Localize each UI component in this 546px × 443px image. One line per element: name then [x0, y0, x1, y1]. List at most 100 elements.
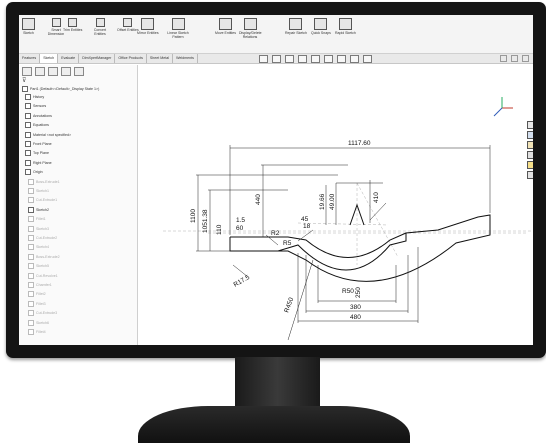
tree-item[interactable]: Sketch3 — [28, 225, 49, 232]
dim-v-small-1[interactable]: 19.66 — [319, 193, 326, 210]
dim-diag[interactable]: R450 — [283, 296, 295, 313]
close-icon[interactable] — [522, 55, 529, 62]
filter-icon[interactable]: ⊽ — [22, 78, 27, 84]
tree-root[interactable]: Part1 (Default<<Default>_Display State 1… — [22, 86, 99, 92]
ribbon-tool-smart-dim[interactable]: Smart Dimension — [45, 18, 67, 36]
dim-r-mid[interactable]: R2 — [271, 230, 280, 237]
tree-item[interactable]: Cut-Revolve1 — [28, 272, 58, 279]
ribbon-tool-label: Move Entities — [215, 31, 237, 35]
ribbon-tool-rapid-sketch[interactable]: Rapid Sketch — [335, 18, 356, 35]
zoom-to-fit-icon[interactable] — [259, 55, 268, 63]
tree-item[interactable]: Sketch6 — [28, 319, 49, 326]
dim-small-top[interactable]: 18 — [303, 223, 311, 230]
tree-item[interactable]: Fillet4 — [28, 329, 46, 335]
tree-item[interactable]: Sketch4 — [28, 244, 49, 251]
ribbon-tool-label: Rapid Sketch — [335, 31, 356, 35]
tree-item[interactable]: Equations — [25, 122, 49, 129]
dim-total-width[interactable]: 1117.60 — [348, 140, 371, 147]
dim-height-3[interactable]: 440 — [255, 194, 262, 205]
dim-height-2[interactable]: 1051.38 — [202, 209, 209, 233]
feature-manager-icon[interactable] — [22, 67, 32, 76]
dim-r-mid-2[interactable]: R5 — [283, 240, 292, 247]
scene-icon[interactable] — [363, 55, 372, 63]
tree-item-label: Material <not specified> — [33, 132, 72, 137]
tree-item[interactable]: Annotations — [25, 112, 52, 119]
ribbon-tool-relations[interactable]: Display/Delete Relations — [239, 18, 262, 39]
tree-item[interactable]: Origin — [25, 169, 43, 176]
hide-show-icon[interactable] — [337, 55, 346, 63]
tab-sheet-metal[interactable]: Sheet Metal — [147, 54, 174, 63]
tree-item[interactable]: Sketch5 — [28, 263, 49, 270]
file-explorer-icon[interactable] — [527, 141, 533, 149]
custom-properties-icon[interactable] — [527, 171, 533, 179]
view-orientation-icon[interactable] — [311, 55, 320, 63]
ribbon-tool-quick-snaps[interactable]: Quick Snaps — [311, 18, 331, 35]
dim-bottom-3[interactable]: 480 — [350, 314, 361, 321]
display-manager-icon[interactable] — [74, 67, 84, 76]
tree-item[interactable]: Sketch1 — [28, 188, 49, 194]
tab-sketch[interactable]: Sketch — [40, 54, 59, 63]
minimize-icon[interactable] — [500, 55, 507, 62]
dim-chord[interactable]: R50 — [342, 288, 354, 295]
ribbon-tool-repair[interactable]: Repair Sketch — [285, 18, 307, 35]
tree-item-label: Annotations — [33, 113, 52, 118]
ribbon-tool-trim[interactable]: Trim Entities — [63, 18, 82, 32]
tab-weldments[interactable]: Weldments — [173, 54, 198, 63]
dim-small-left[interactable]: 110 — [216, 224, 223, 235]
dim-offset-b[interactable]: 60 — [236, 225, 244, 232]
feature-icon — [28, 197, 34, 204]
ribbon-tool-linear-pattern[interactable]: Linear Sketch Pattern — [167, 18, 189, 39]
resources-icon[interactable] — [527, 121, 533, 129]
design-library-icon[interactable] — [527, 131, 533, 139]
previous-view-icon[interactable] — [285, 55, 294, 63]
appearances-icon[interactable] — [527, 161, 533, 169]
display-style-icon[interactable] — [324, 55, 333, 63]
dim-r-left[interactable]: R17.5 — [233, 274, 252, 289]
tree-item[interactable]: Material <not specified> — [25, 131, 72, 138]
ribbon-tool-mirror[interactable]: Mirror Entities — [137, 18, 159, 35]
tree-item[interactable]: Sensors — [25, 103, 46, 110]
tab-office-products[interactable]: Office Products — [115, 54, 147, 63]
tree-item[interactable]: Right Plane — [25, 159, 52, 166]
dim-left-height[interactable]: 1100 — [190, 209, 197, 223]
tree-item[interactable]: Sketch2 — [28, 206, 49, 213]
tree-item[interactable]: Fillet2 — [28, 291, 46, 298]
tree-item[interactable]: Cut-Extrude3 — [28, 310, 57, 317]
dim-v-small-2[interactable]: 49.00 — [329, 193, 336, 210]
ribbon-tool-offset[interactable]: Offset Entities — [117, 18, 139, 32]
tab-evaluate[interactable]: Evaluate — [58, 54, 80, 63]
profile-geometry — [229, 203, 491, 282]
tree-item[interactable]: Boss-Extrude1 — [28, 178, 60, 185]
zoom-area-icon[interactable] — [272, 55, 281, 63]
dim-angle[interactable]: 45 — [301, 216, 309, 223]
tree-item[interactable]: Fillet3 — [28, 300, 46, 307]
tree-item[interactable]: Front Plane — [25, 141, 52, 147]
feature-icon — [25, 159, 31, 166]
ribbon-tool-convert[interactable]: Convert Entities — [89, 18, 111, 36]
section-view-icon[interactable] — [298, 55, 307, 63]
graphics-area[interactable]: 1117.60 1100 1051.38 440 1.5 60 110 19.6… — [138, 65, 533, 345]
window-controls — [500, 55, 529, 62]
property-manager-icon[interactable] — [35, 67, 45, 76]
tree-item[interactable]: Fillet1 — [28, 216, 46, 223]
dim-bottom-2[interactable]: 380 — [350, 304, 361, 311]
view-palette-icon[interactable] — [527, 151, 533, 159]
dim-bottom-1[interactable]: 250 — [355, 287, 362, 298]
tab-dimxpertmanager[interactable]: DimXpertManager — [79, 54, 116, 63]
dim-offset-a[interactable]: 1.5 — [236, 217, 245, 224]
tree-item[interactable]: Cut-Extrude2 — [28, 235, 57, 241]
ribbon-tool-sketch[interactable]: Sketch — [22, 18, 35, 35]
tree-item[interactable]: Cut-Extrude1 — [28, 197, 57, 204]
tab-features[interactable]: Features — [19, 54, 41, 63]
tree-item[interactable]: Top Plane — [25, 150, 49, 157]
configuration-manager-icon[interactable] — [48, 67, 58, 76]
tree-item[interactable]: Chamfer1 — [28, 282, 52, 288]
tree-item[interactable]: History — [25, 94, 44, 100]
tree-item[interactable]: Boss-Extrude2 — [28, 253, 60, 260]
ribbon-tool-move[interactable]: Move Entities — [215, 18, 236, 35]
dim-v-small-3[interactable]: 410 — [373, 192, 380, 203]
restore-icon[interactable] — [511, 55, 518, 62]
appearance-icon[interactable] — [350, 55, 359, 63]
dimxpert-icon[interactable] — [61, 67, 71, 76]
